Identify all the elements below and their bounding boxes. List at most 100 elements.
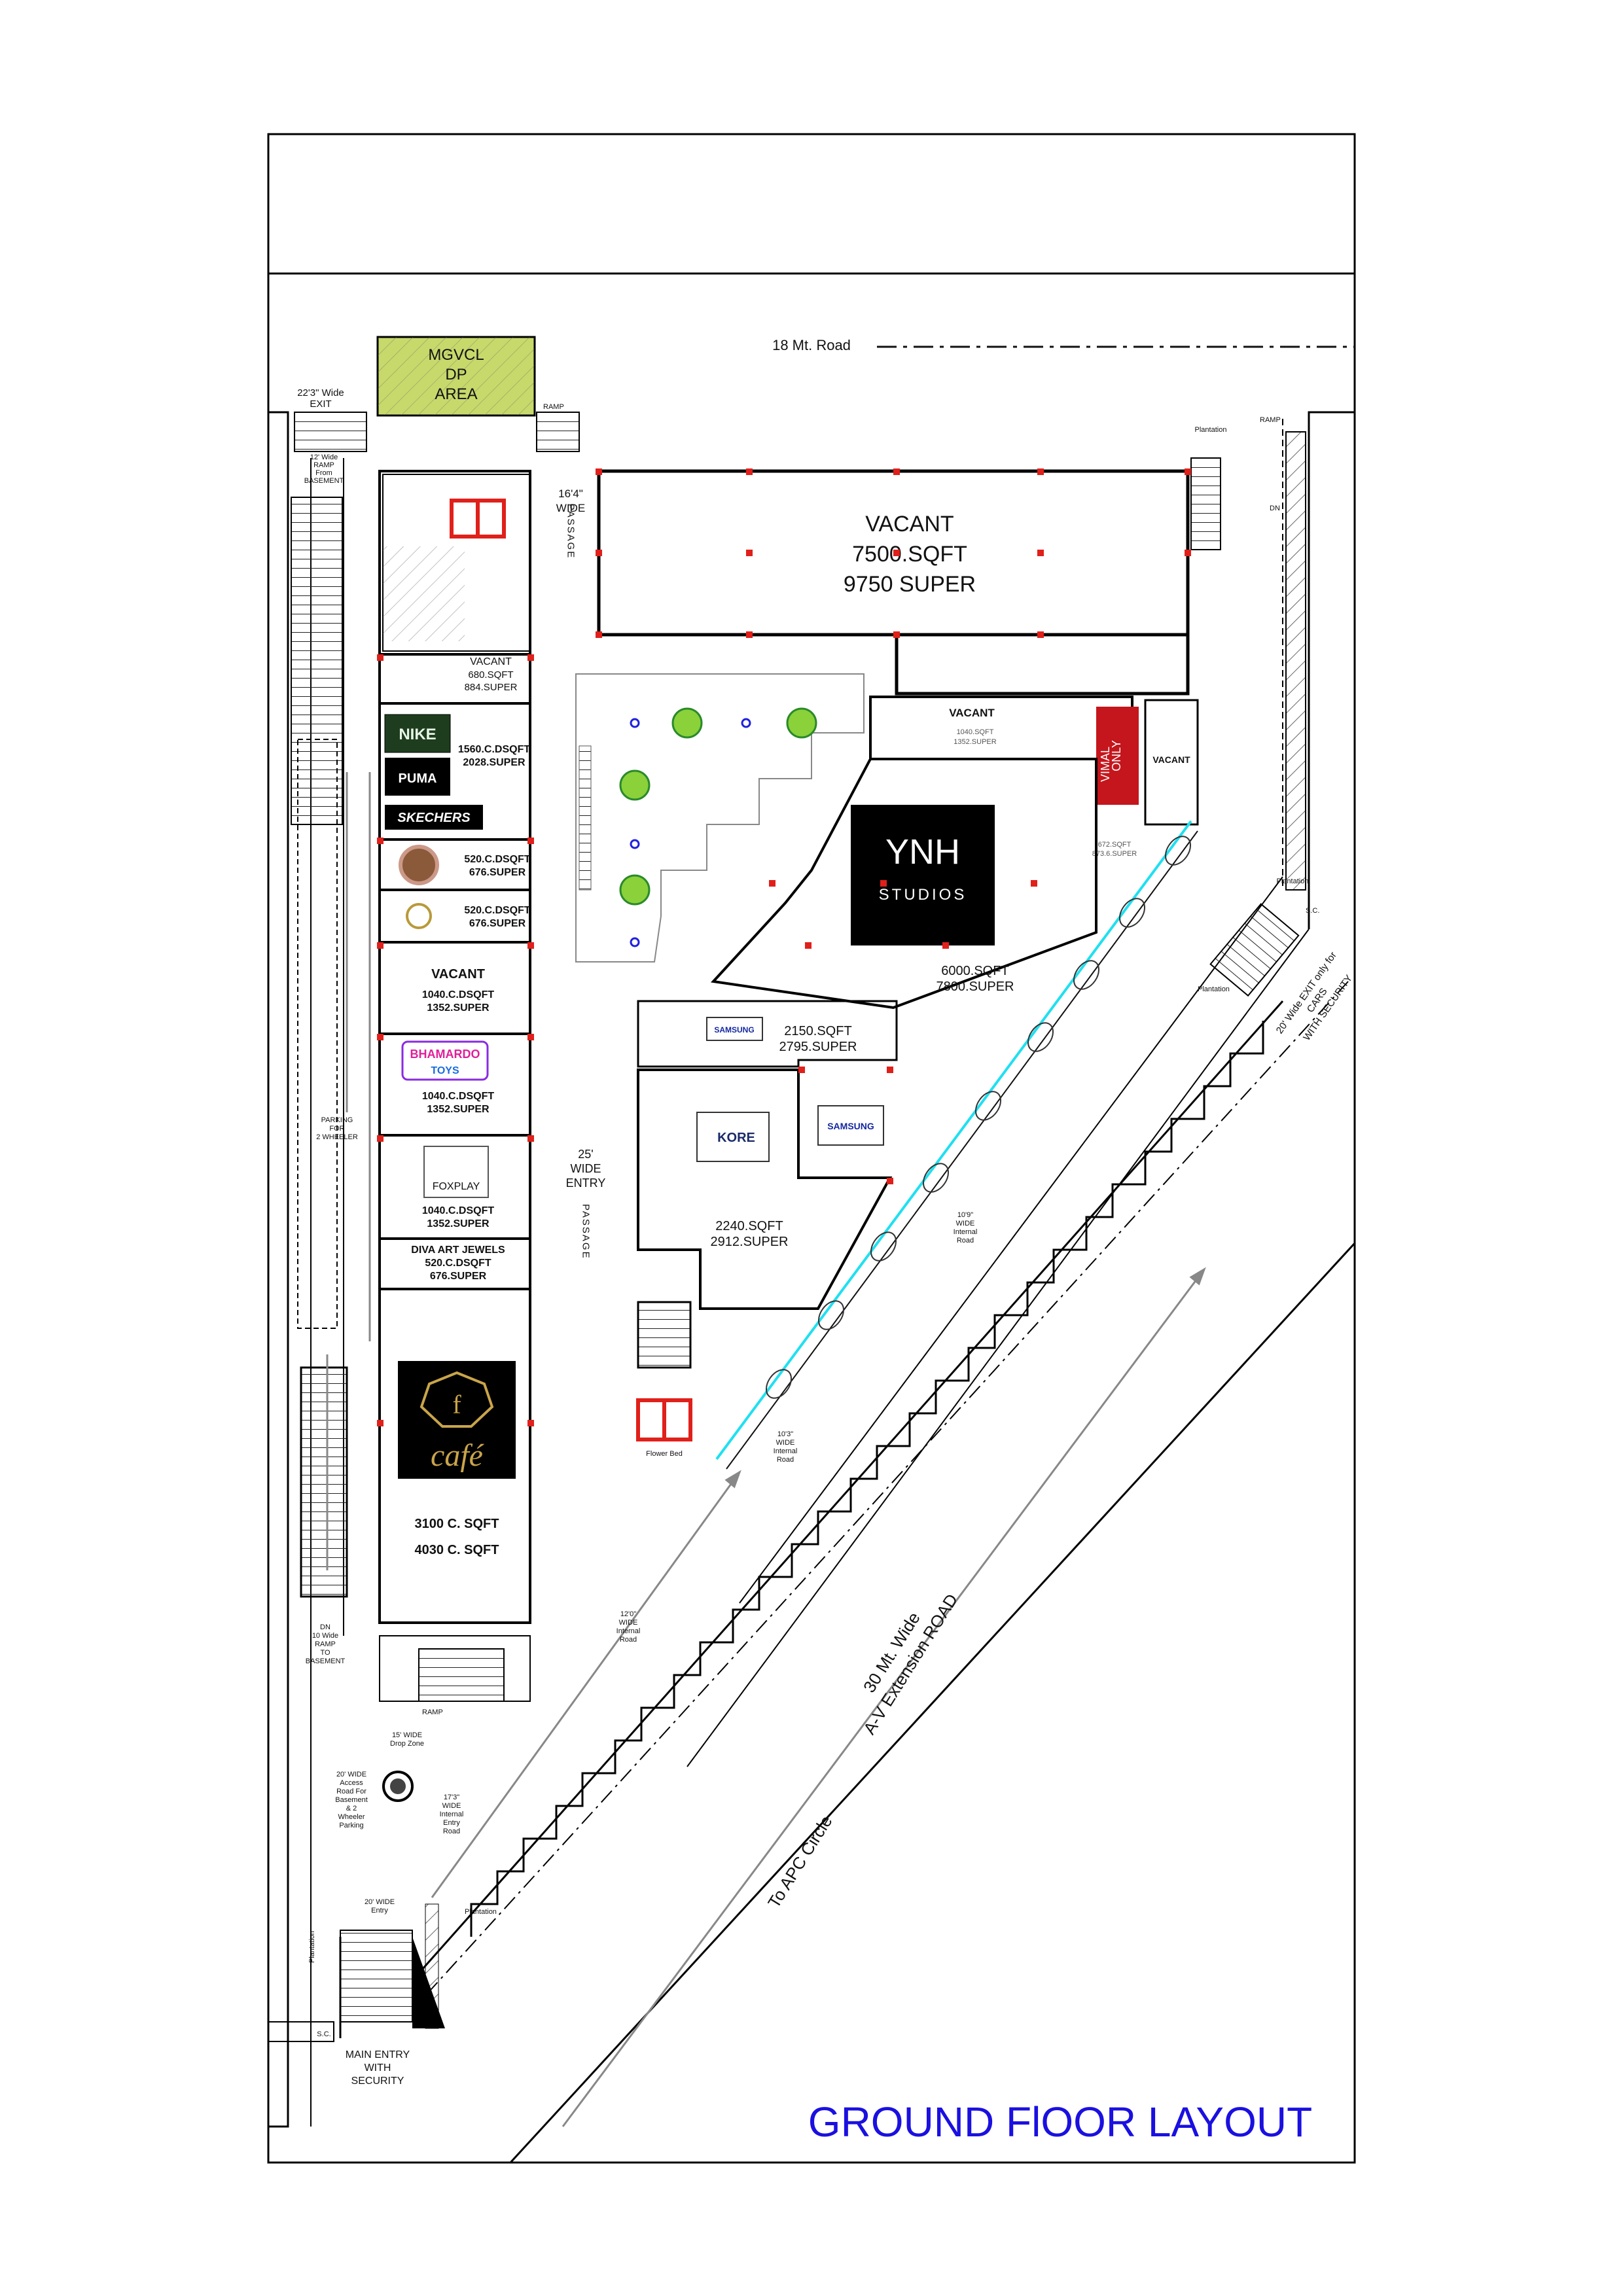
vacant-right-sqft: 672.SQFT xyxy=(1098,841,1132,849)
entry-passage-2: WIDE xyxy=(571,1162,601,1175)
samsung-text-1: SAMSUNG xyxy=(714,1025,754,1034)
drop-zone-2: Drop Zone xyxy=(390,1740,424,1748)
fcafe-sqft: 3100 C. SQFT xyxy=(415,1517,499,1531)
access-4: Basement xyxy=(335,1796,368,1804)
ynh-text: YNH xyxy=(885,832,960,872)
exit-top-line1: 22'3" Wide xyxy=(297,387,344,398)
dnramp-4: TO xyxy=(320,1649,330,1657)
ir-3: Internal xyxy=(440,1810,464,1818)
dnramp-2: 10 Wide xyxy=(312,1632,338,1640)
bottom-left-stairs xyxy=(418,1648,505,1702)
passage-word: PASSAGE xyxy=(565,504,577,559)
vacant-mid-sqft: 1040.SQFT xyxy=(957,728,994,736)
facade-pods xyxy=(765,836,1192,1399)
dnramp-3: RAMP xyxy=(315,1640,336,1648)
samsung-logo-2 xyxy=(817,1105,884,1146)
parking-1: PARKING xyxy=(321,1116,353,1124)
wide-ramp-line3: From xyxy=(315,469,332,477)
vacant-big-sqft: 7500.SQFT xyxy=(852,542,967,567)
road-arrows xyxy=(326,772,1206,2127)
kore-text: KORE xyxy=(717,1131,755,1145)
nike-text: NIKE xyxy=(399,726,436,743)
sc-bottom: S.C. xyxy=(317,2030,330,2038)
foxplay-sqft: 1040.C.DSQFT xyxy=(422,1205,494,1216)
sc-right: S.C. xyxy=(1306,907,1319,915)
page-frame xyxy=(267,133,1356,2164)
skechers-text: SKECHERS xyxy=(397,811,471,825)
fcafe-f: f xyxy=(452,1390,461,1419)
exit-top-line2: EXIT xyxy=(310,398,331,410)
exit-stairs xyxy=(294,412,367,452)
puma-text: PUMA xyxy=(399,771,437,786)
plantation-right-2: Plantation xyxy=(1198,985,1230,993)
main-entry-1: MAIN ENTRY xyxy=(346,2049,410,2060)
top-road-label: 18 Mt. Road xyxy=(772,337,851,353)
vacant-right-label: VACANT xyxy=(1152,754,1190,765)
foxplay-super: 1352.SUPER xyxy=(427,1218,490,1229)
ir-1: 17'3" xyxy=(444,1793,459,1801)
kore-sqft: 2240.SQFT xyxy=(715,1219,783,1233)
passage-top-2: WIDE xyxy=(556,502,585,514)
entry-passage-3: ENTRY xyxy=(566,1176,606,1190)
plantation-bottom: Plantation xyxy=(465,1908,497,1916)
skechers-logo xyxy=(385,805,483,830)
studios-text: STUDIOS xyxy=(879,886,967,904)
foxplay-logo xyxy=(423,1146,489,1198)
bhamardo-super: 1352.SUPER xyxy=(427,1104,490,1115)
ir3-1: 12'0" xyxy=(620,1610,636,1618)
road-centerline xyxy=(425,981,1349,1996)
glass-facade xyxy=(715,820,1192,1460)
vacant-mid-super: 1352.SUPER xyxy=(954,738,996,746)
kore-super: 2912.SUPER xyxy=(711,1235,789,1249)
bottom-wedge xyxy=(412,1937,445,2028)
ir3-4: Road xyxy=(620,1636,637,1644)
ir4-2: WIDE xyxy=(956,1220,975,1227)
right-stairs xyxy=(1190,457,1221,550)
entry20-1: 20' WIDE xyxy=(365,1898,395,1906)
vacant680-label: VACANT xyxy=(470,656,512,667)
bhamardo-logo xyxy=(401,1040,489,1081)
entry20-2: Entry xyxy=(371,1907,388,1915)
trees xyxy=(619,707,817,947)
ir2-4: Road xyxy=(777,1456,794,1464)
bhamardo-text2: TOYS xyxy=(431,1065,459,1076)
left-shops-block xyxy=(378,470,531,1624)
parking-2: FOR xyxy=(329,1125,344,1133)
parking-zigzag xyxy=(470,1021,1264,1937)
diva-sqft: 520.C.DSQFT xyxy=(425,1258,491,1269)
vacant-right-unit xyxy=(1144,699,1199,826)
ramp-top-label: RAMP xyxy=(543,403,564,411)
samsung-unit-top xyxy=(637,1000,898,1068)
structural-columns xyxy=(377,468,1191,1426)
vacant-right-super: 873.6.SUPER xyxy=(1092,850,1137,858)
atrium-void xyxy=(575,673,865,963)
ir3-3: Internal xyxy=(616,1627,641,1635)
only-vimal-logo xyxy=(1096,707,1139,805)
cafe2-super: 676.SUPER xyxy=(469,918,526,929)
main-entry-2: WITH xyxy=(365,2062,391,2074)
bottom-ramp-label: RAMP xyxy=(422,1708,443,1716)
right-strip xyxy=(1285,431,1306,891)
vacant680-super: 884.SUPER xyxy=(465,682,518,693)
vacant680-sqft: 680.SQFT xyxy=(468,669,513,680)
drop-zone-dot xyxy=(390,1778,406,1794)
access-2: Access xyxy=(340,1779,363,1787)
plantation-top-right: Plantation xyxy=(1195,426,1227,434)
drop-zone-circle xyxy=(382,1771,414,1802)
puma-logo xyxy=(385,758,450,796)
ir2-3: Internal xyxy=(774,1447,798,1455)
flower-bed: Flower Bed xyxy=(646,1450,683,1458)
plantation-left: Plantation xyxy=(308,1931,316,1963)
nike-super: 2028.SUPER xyxy=(463,757,526,768)
passage-top-1: 16'4" xyxy=(558,487,583,500)
main-entry-stairs xyxy=(340,1930,413,2022)
vacant-mid-label: VACANT xyxy=(949,707,995,719)
ir4-3: Internal xyxy=(954,1228,978,1236)
main-entry-3: SECURITY xyxy=(351,2075,404,2087)
samsung-text-2: SAMSUNG xyxy=(827,1121,874,1131)
diva-super: 676.SUPER xyxy=(430,1271,487,1282)
kore-logo xyxy=(696,1112,770,1162)
vacant-big-label: VACANT xyxy=(865,512,954,537)
ir-5: Road xyxy=(443,1828,460,1835)
